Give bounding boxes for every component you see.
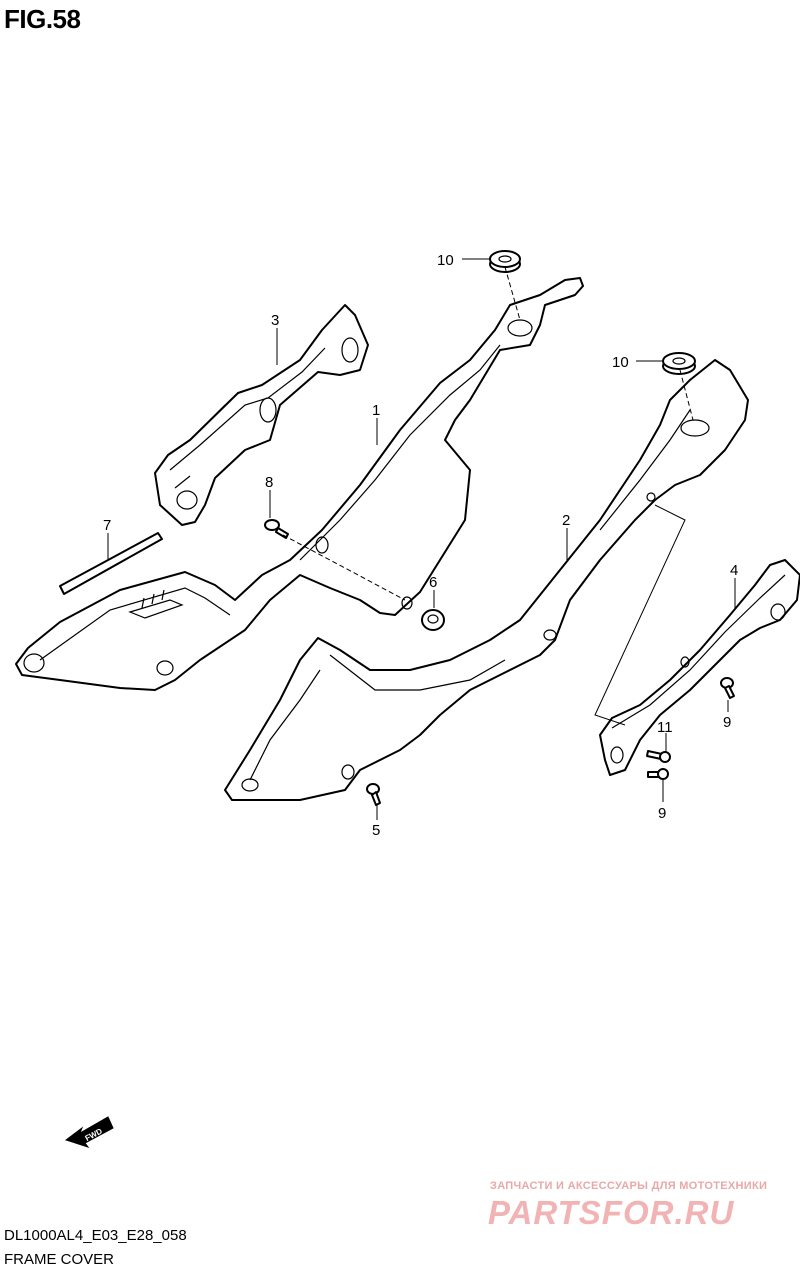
callout-7: 7 — [103, 517, 111, 534]
callout-11: 11 — [657, 719, 673, 736]
figure-caption: FRAME COVER — [4, 1251, 115, 1268]
callout-9-upper: 9 — [723, 714, 731, 731]
assembly-line-grommet-upper — [504, 266, 521, 321]
callout-9-lower: 9 — [658, 805, 666, 822]
callout-2: 2 — [562, 512, 570, 529]
assembly-line-bracket-4 — [594, 504, 686, 726]
callout-4: 4 — [730, 562, 738, 579]
frame-cover-left-part-1 — [15, 277, 584, 691]
callout-6: 6 — [429, 574, 437, 591]
watermark-tagline: ЗАПЧАСТИ И АКСЕССУАРЫ ДЛЯ МОТОТЕХНИКИ — [490, 1180, 768, 1192]
frame-cover-right-part-2 — [224, 359, 749, 801]
watermark-brand: PARTSFOR.RU — [488, 1194, 735, 1231]
fwd-arrow-icon: FWD — [64, 1116, 114, 1148]
bracket-part-3 — [154, 304, 369, 526]
grommet-upper — [489, 250, 521, 273]
callout-8: 8 — [265, 474, 273, 491]
screw-part-9-lower — [647, 768, 669, 780]
callout-10-right: 10 — [612, 354, 629, 371]
screw-part-5 — [366, 783, 381, 806]
callout-1: 1 — [372, 402, 380, 419]
screw-part-9-upper — [720, 677, 735, 699]
screw-part-11 — [646, 750, 671, 763]
assembly-line-screw-8 — [282, 534, 406, 601]
rubber-strip-part-7 — [59, 532, 163, 595]
callout-3: 3 — [271, 312, 279, 329]
nut-part-6 — [421, 609, 445, 631]
assembly-line-grommet-right — [679, 369, 694, 421]
grommet-right — [662, 352, 696, 375]
bracket-part-4 — [599, 559, 800, 776]
callout-10-upper: 10 — [437, 252, 454, 269]
callout-5: 5 — [372, 822, 380, 839]
model-code: DL1000AL4_E03_E28_058 — [4, 1227, 187, 1244]
figure-title: FIG.58 — [4, 4, 81, 34]
